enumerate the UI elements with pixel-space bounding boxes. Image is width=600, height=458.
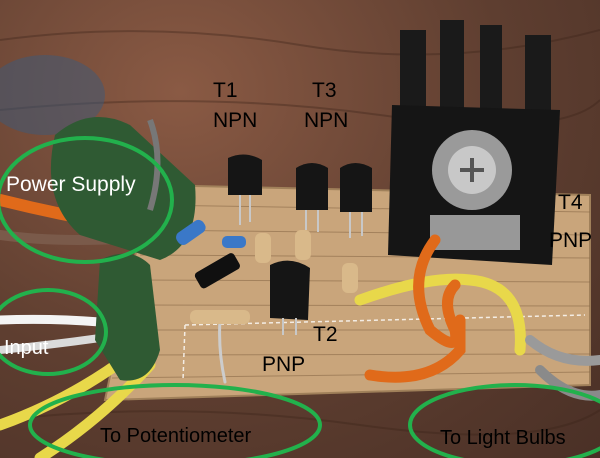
t4-type-label: PNP [549,229,593,252]
highlight-ellipses [0,136,600,458]
ellipse-to-light-bulbs [408,383,600,458]
heatsink [388,20,560,265]
t3-type-label: NPN [304,109,349,132]
t2-type-label: PNP [262,353,306,376]
t4-label: T4 [558,191,583,214]
capacitors [50,117,196,381]
resistors [176,219,358,324]
to-light-bulbs-label: To Light Bulbs [440,427,566,449]
ellipse-input [0,288,108,376]
power-supply-label: Power Supply [6,173,136,196]
t1-label: T1 [213,79,238,102]
transistors [228,154,372,320]
to-potentiometer-label: To Potentiometer [100,425,252,447]
t3-label: T3 [312,79,337,102]
input-label: Input [4,337,49,359]
t2-label: T2 [313,323,338,346]
paint-stain [0,55,105,135]
ellipse-power-supply [0,136,174,264]
ellipse-to-potentiometer [28,383,322,458]
t1-type-label: NPN [213,109,258,132]
